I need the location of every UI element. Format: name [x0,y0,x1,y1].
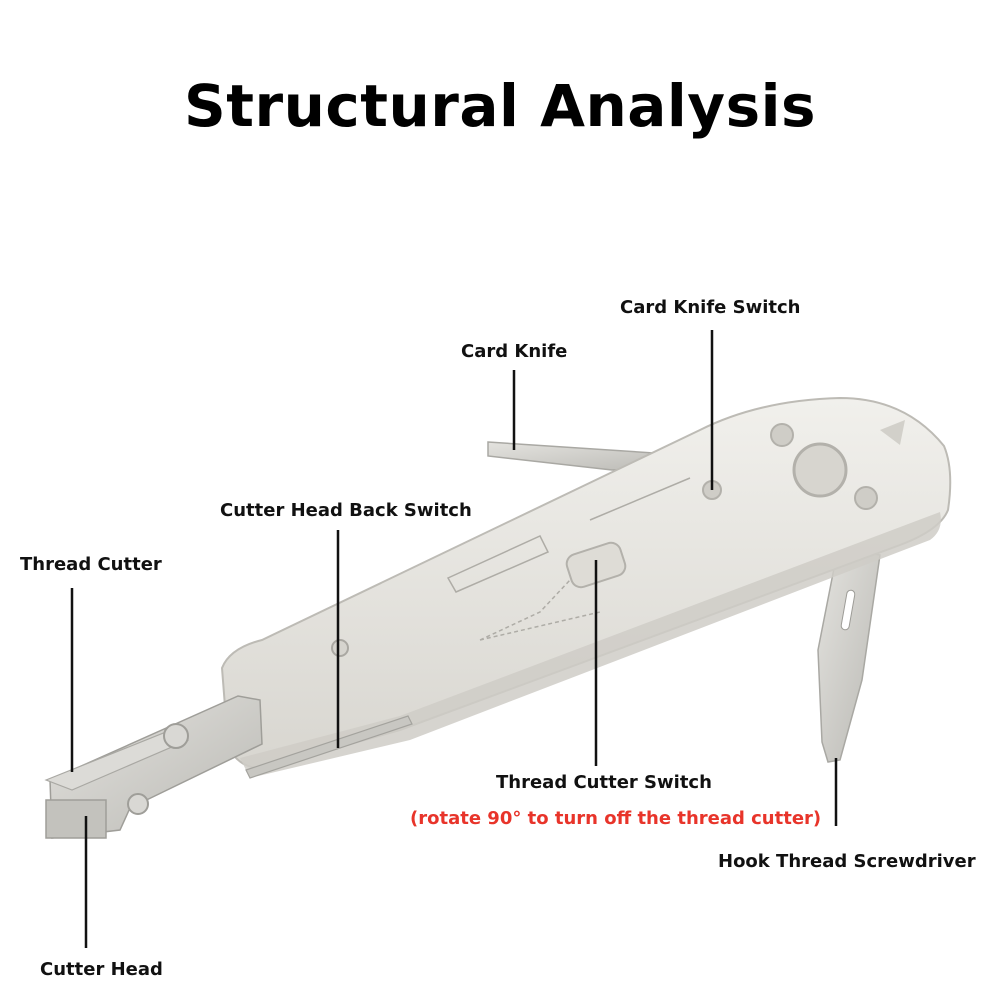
label-thread-cutter-switch: Thread Cutter Switch [496,772,712,793]
hook-screwdriver-blade [817,547,881,763]
label-cutter-head: Cutter Head [40,959,163,980]
label-card-knife-switch: Card Knife Switch [620,297,801,318]
back-switch-slider [245,715,413,779]
leader-lines [70,330,838,948]
label-cutter-head-back-switch: Cutter Head Back Switch [220,500,472,521]
page-title: Structural Analysis [183,72,817,140]
body-hole-top [770,423,794,447]
tool-body-underside [240,512,941,778]
body-engraving [446,477,691,593]
body-hole-bottom [854,486,878,510]
cutter-head-tip [45,799,107,839]
label-hook-thread-screwdriver: Hook Thread Screwdriver [718,851,976,872]
back-switch-screw [331,639,349,657]
thread-cutter-note: (rotate 90° to turn off the thread cutte… [410,808,822,829]
label-card-knife: Card Knife [461,341,568,362]
body-tip-notch [880,420,905,445]
body-engraving-dashed [479,579,601,641]
cutter-head-rivet [163,723,189,749]
hook-screwdriver-slot [840,589,856,631]
label-thread-cutter: Thread Cutter [20,554,162,575]
cutter-head-bolt [127,793,149,815]
body-hole-large [792,442,848,498]
